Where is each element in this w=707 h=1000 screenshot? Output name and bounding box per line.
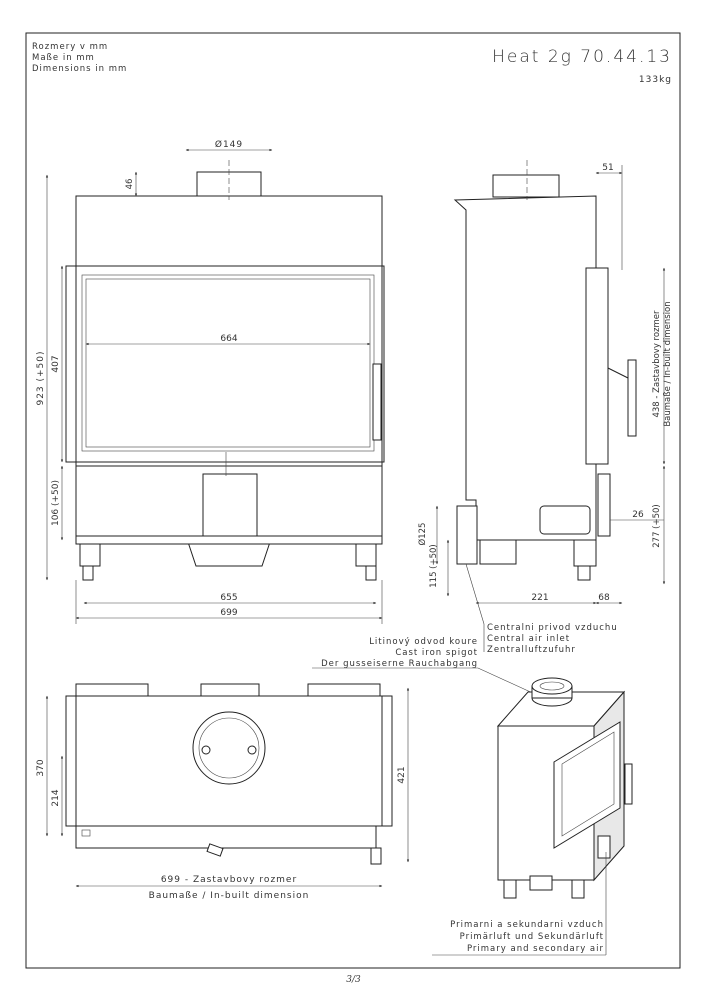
- top-view: 370 214 421 699 - Zastavbovy rozmer Baum…: [36, 637, 549, 901]
- dim-air-inlet-height: 115 (+50): [429, 544, 439, 588]
- top-body: [75, 695, 383, 827]
- front-view: Ø149 46 923 (+50) 407 664 106 (+50) 655 …: [36, 139, 385, 624]
- dim-flue-height: 46: [125, 179, 135, 190]
- spigot-label-3: Der gusseiserne Rauchabgang: [321, 659, 478, 669]
- page-number: 3/3: [346, 975, 361, 985]
- header: Rozmery v mm Maße in mm Dimensions in mm…: [32, 42, 672, 85]
- iso-air-label-2: Primärluft und Sekundärluft: [460, 932, 604, 942]
- dim-front-depth: 68: [598, 593, 610, 603]
- air-inlet-label-2: Central air inlet: [487, 634, 570, 644]
- dim-inbuilt-height-2: Baumaße / In-built dimension: [663, 301, 673, 426]
- dim-overall-width: 699: [220, 608, 237, 618]
- dim-flue-offset: 51: [602, 163, 613, 173]
- dim-top-width: 699 - Zastavbovy rozmer: [161, 875, 297, 885]
- top-spigot-outer: [192, 711, 266, 785]
- dim-handle-offset: 26: [632, 510, 644, 520]
- top-flue: [200, 683, 260, 697]
- dim-inbuilt-height: 438 - Zastavbovy rozmer: [652, 310, 662, 418]
- model-title: Heat 2g 70.44.13: [492, 47, 672, 67]
- dim-overall-height: 923 (+50): [36, 350, 46, 405]
- dim-top-width-2: Baumaße / In-built dimension: [149, 891, 310, 901]
- side-view: 51 438 - Zastavbovy rozmer Baumaße / In-…: [417, 160, 673, 655]
- iso-air-label-3: Primary and secondary air: [467, 944, 604, 954]
- dim-depth-214: 214: [51, 789, 61, 806]
- front-door-frame: [65, 265, 385, 463]
- dim-inner-width: 655: [220, 593, 237, 603]
- units-line-3: Dimensions in mm: [32, 64, 127, 74]
- dim-glass-width: 664: [220, 334, 237, 344]
- iso-view: Primarni a sekundarni vzduch Primärluft …: [432, 677, 633, 956]
- iso-air-label-1: Primarni a sekundarni vzduch: [450, 920, 604, 930]
- front-door-handle: [372, 363, 382, 441]
- side-mount-plate: [539, 505, 591, 535]
- front-body: [75, 195, 383, 467]
- dim-depth-370: 370: [36, 759, 46, 776]
- front-foot-right: [355, 543, 377, 567]
- dim-foot-height: 277 (+50): [652, 504, 662, 548]
- units-line-1: Rozmery v mm: [32, 42, 108, 52]
- dim-flue-diameter: Ø149: [215, 139, 243, 150]
- air-inlet-label-1: Centralni privod vzduchu: [487, 623, 618, 633]
- sheet-border: [25, 32, 681, 969]
- front-ash-box: [202, 473, 258, 537]
- dim-glass-height: 407: [51, 355, 61, 372]
- units-line-2: Maße in mm: [32, 53, 95, 63]
- dim-depth: 221: [531, 593, 548, 603]
- spigot-label-2: Cast iron spigot: [395, 648, 478, 658]
- dim-base-height: 106 (+50): [51, 480, 61, 526]
- side-handle: [627, 359, 637, 437]
- side-air-inlet: [456, 505, 478, 565]
- side-door: [585, 267, 609, 465]
- weight-label: 133kg: [639, 75, 672, 85]
- spigot-label-1: Litinový odvod koure: [369, 637, 478, 647]
- top-spigot-inner: [198, 717, 260, 779]
- side-flue-collar: [492, 174, 560, 198]
- air-inlet-label-3: Zentralluftzufuhr: [487, 645, 576, 655]
- side-body: [453, 195, 597, 541]
- dim-air-inlet-diameter: Ø125: [417, 523, 428, 546]
- front-glass: [81, 274, 375, 452]
- dim-depth-421: 421: [397, 766, 407, 783]
- front-foot-left: [79, 543, 101, 567]
